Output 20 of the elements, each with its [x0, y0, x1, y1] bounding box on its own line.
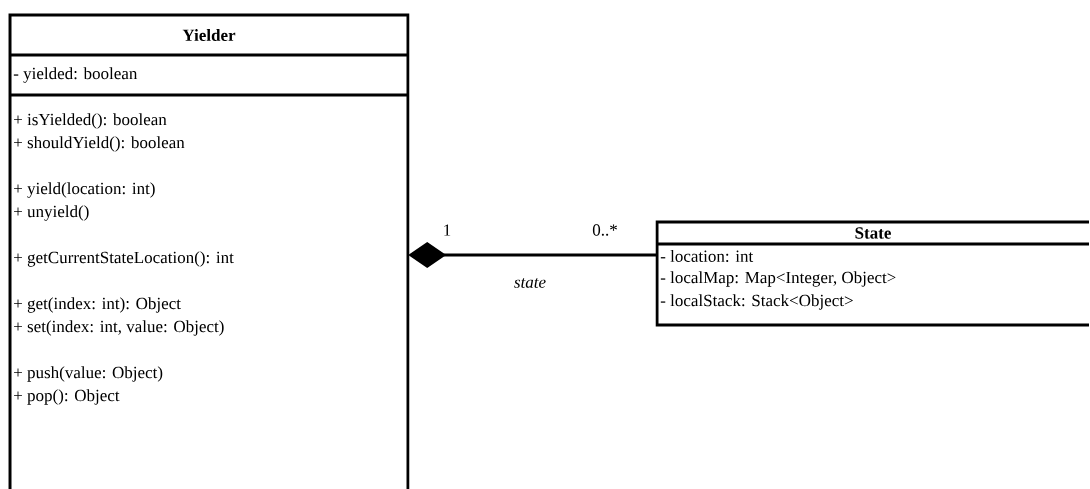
method-text: + isYielded(): boolean	[14, 113, 167, 129]
class-box	[8, 13, 410, 489]
method-text: + yield(location: int)	[14, 182, 155, 198]
attribute-text: - yielded: boolean	[13, 67, 138, 83]
multiplicity-label: 1	[444, 224, 451, 236]
class-name: Yielder	[182, 29, 236, 41]
role-label: state	[512, 277, 548, 289]
method-text: + getCurrentStateLocation(): int	[14, 251, 234, 267]
attribute-text: - localStack: Stack<Object>	[660, 294, 853, 310]
method-text: + get(index: int): Object	[14, 297, 181, 313]
method-text: + set(index: int, value: Object)	[14, 320, 224, 336]
class-box	[655, 220, 1089, 327]
method-text: + unyield()	[14, 205, 89, 221]
method-text: + shouldYield(): boolean	[14, 136, 185, 152]
class-name: State	[855, 227, 891, 239]
method-text: + push(value: Object)	[14, 366, 163, 382]
method-text: + pop(): Object	[14, 389, 120, 405]
multiplicity-label: 0..*	[592, 224, 617, 236]
attribute-text: - localMap: Map<Integer, Object>	[660, 271, 896, 287]
attribute-text: - location: int	[660, 250, 754, 262]
